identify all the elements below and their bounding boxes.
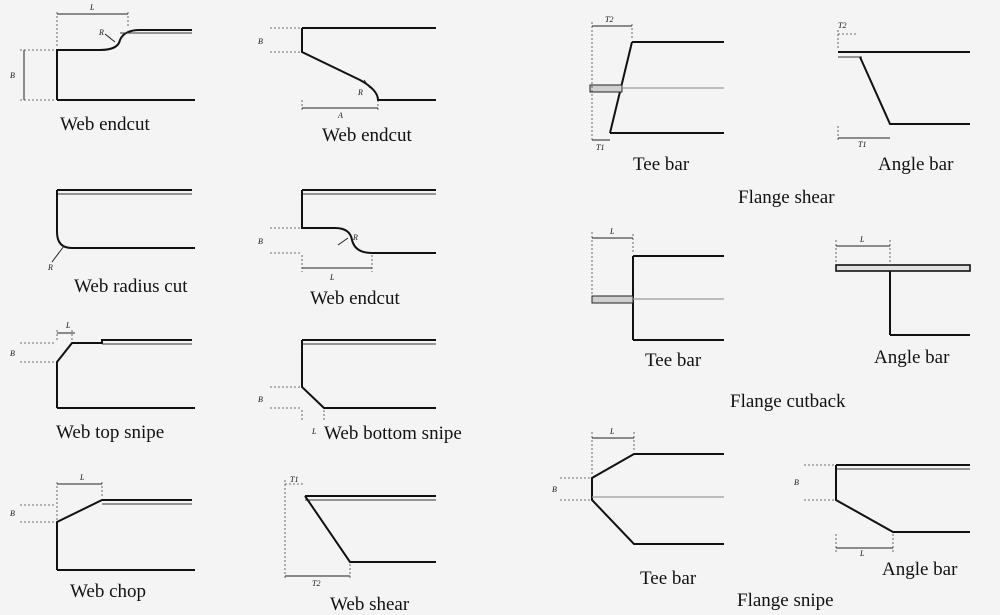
group-flange-snipe: Flange snipe: [737, 590, 834, 611]
caption-web-radius-cut: Web radius cut: [74, 276, 188, 297]
label-b: B: [10, 509, 15, 518]
label-b: B: [258, 37, 263, 46]
label-b: B: [794, 478, 799, 487]
label-l: L: [609, 227, 615, 236]
diagram-flange-cutback-angle: L Angle bar: [835, 235, 971, 368]
caption-web-shear: Web shear: [330, 594, 410, 615]
diagram-web-endcut-2: B R A Web endcut: [258, 27, 436, 146]
label-l: L: [859, 235, 865, 244]
caption-web-chop: Web chop: [70, 581, 146, 602]
label-b: B: [258, 395, 263, 404]
label-b: B: [552, 485, 557, 494]
label-b: B: [10, 349, 15, 358]
caption-flange-cutback-tee: Tee bar: [645, 350, 702, 371]
caption-web-bottom-snipe: Web bottom snipe: [324, 423, 462, 444]
diagram-flange-snipe-tee: L B Tee bar: [552, 427, 724, 589]
label-t2: T2: [838, 21, 846, 30]
label-r: R: [98, 28, 104, 37]
group-flange-shear: Flange shear: [738, 187, 835, 208]
caption-flange-snipe-angle: Angle bar: [882, 559, 958, 580]
caption-web-endcut-1: Web endcut: [60, 114, 150, 135]
group-flange-cutback: Flange cutback: [730, 391, 846, 412]
label-t2: T2: [605, 15, 613, 24]
label-b: B: [258, 237, 263, 246]
label-t1: T1: [290, 475, 298, 484]
label-b: B: [10, 71, 15, 80]
caption-web-endcut-3: Web endcut: [310, 288, 400, 309]
label-l: L: [859, 549, 865, 558]
diagram-web-top-snipe: L B Web top snipe: [10, 321, 195, 443]
diagram-web-chop: L B Web chop: [10, 473, 195, 602]
label-t1: T1: [858, 140, 866, 149]
label-a: A: [337, 111, 343, 120]
diagram-web-endcut-1: L R B Web endcut: [10, 3, 195, 135]
diagram-flange-shear-tee: T2 T1 Tee bar: [589, 15, 724, 175]
diagram-flange-snipe-angle: B L Angle bar: [794, 464, 970, 580]
caption-flange-shear-angle: Angle bar: [878, 154, 954, 175]
label-t2: T2: [312, 579, 320, 588]
label-t1: T1: [596, 143, 604, 152]
label-l: L: [329, 273, 335, 282]
diagram-web-endcut-3: B R L Web endcut: [258, 189, 436, 309]
caption-flange-shear-tee: Tee bar: [633, 154, 690, 175]
diagram-web-shear: T1 T2 Web shear: [284, 475, 436, 615]
label-l: L: [609, 427, 615, 436]
label-r: R: [357, 88, 363, 97]
diagram-web-radius-cut: R Web radius cut: [47, 189, 195, 297]
caption-flange-snipe-tee: Tee bar: [640, 568, 697, 589]
diagram-web-bottom-snipe: B L Web bottom snipe: [258, 339, 462, 444]
label-r: R: [47, 263, 53, 272]
label-l: L: [89, 3, 95, 12]
label-l: L: [65, 321, 71, 330]
diagram-flange-shear-angle: T2 T1 Angle bar: [837, 21, 970, 175]
caption-web-endcut-2: Web endcut: [322, 125, 412, 146]
caption-web-top-snipe: Web top snipe: [56, 422, 164, 443]
diagram-flange-cutback-tee: L Tee bar: [591, 227, 724, 371]
label-l: L: [311, 427, 317, 436]
caption-flange-cutback-angle: Angle bar: [874, 347, 950, 368]
label-r: R: [352, 233, 358, 242]
label-l: L: [79, 473, 85, 482]
